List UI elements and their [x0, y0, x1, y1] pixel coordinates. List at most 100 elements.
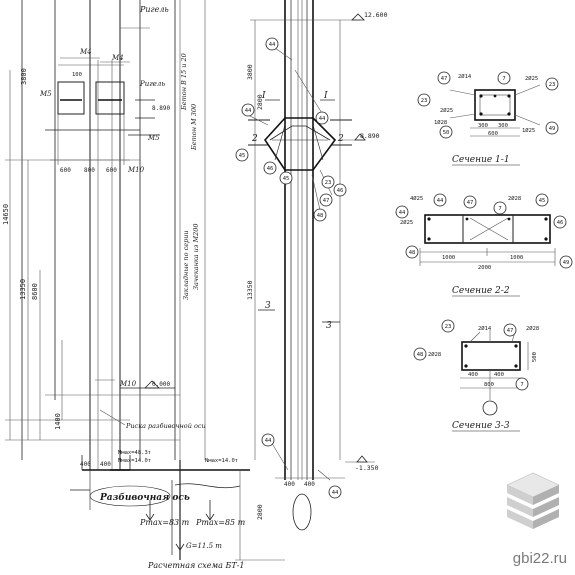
- dim-1400: 1400: [54, 413, 62, 430]
- s2-bubble-45: 45: [539, 198, 546, 204]
- bubble-48: 48: [317, 213, 324, 219]
- dim-8600: 8600: [31, 283, 39, 300]
- s2-rebar-l: 2Ø25: [400, 219, 413, 226]
- bubble-44-top: 44: [269, 42, 276, 48]
- dim-3800-left: 3800: [20, 68, 28, 85]
- vertical-note-d: Зачеканка из М200: [192, 223, 200, 290]
- s2-dim-2000: 2000: [478, 265, 491, 271]
- scheme-note-1: Ммах=48.3т: [118, 450, 151, 456]
- watermark-text[interactable]: gbi22.ru: [512, 550, 567, 567]
- section-1-1: 47 7 23 23 50 49 2Ø14 2Ø25 2Ø25 1Ø28 1Ø2…: [417, 71, 559, 166]
- s1-rebar-top2: 2Ø25: [525, 75, 538, 82]
- rigel-label-mid: Ригель: [139, 80, 165, 88]
- s2-bubble-48: 48: [409, 250, 416, 256]
- s1-rebar-top: 2Ø14: [458, 73, 472, 80]
- section-mark-3-right: 3: [326, 321, 332, 331]
- s2-rebar-tl: 4Ø25: [410, 195, 423, 202]
- design-scheme: Ммах=48.3т Nмах=14.0т Nмах=14.0т Разбиво…: [89, 450, 285, 570]
- s2-bubble-47: 47: [467, 200, 474, 206]
- center-column: 12.600 8.890 -1.350 3800 2800 13350 400 …: [235, 0, 388, 531]
- scheme-note-2: Nмах=14.0т: [118, 458, 151, 464]
- s1-dim-600: 600: [488, 131, 498, 137]
- s2-bubble-left: 44: [399, 210, 406, 216]
- s1-bubble-50: 50: [443, 130, 450, 136]
- section-mark-i-left: I: [261, 91, 266, 101]
- watermark: [497, 467, 569, 567]
- elev-890: 8.890: [152, 105, 170, 112]
- elev-890-center: 8.890: [360, 132, 380, 140]
- section-3-3: 23 47 48 7 2Ø14 2Ø28 2Ø28 500 400 400 80…: [413, 319, 539, 432]
- m5-label-left: М5: [39, 90, 52, 98]
- vertical-note-a: Бетон В 15 и 20: [180, 53, 188, 111]
- s2-bubble-46: 46: [557, 220, 564, 226]
- section-2-2: 44 44 47 7 45 46 48 49 4Ø25 2Ø28 2Ø25 10…: [395, 193, 573, 297]
- s2-rebar-tr: 2Ø28: [508, 195, 521, 202]
- m10-label-bottom: М10: [119, 380, 137, 388]
- section-mark-i-right: I: [323, 91, 328, 101]
- g-load: G=11.5 т: [186, 542, 222, 550]
- bubble-46-right: 46: [337, 188, 344, 194]
- s1-rebar-bot: 1Ø28: [434, 119, 447, 126]
- s3-dim-400-b: 400: [494, 372, 504, 378]
- section-mark-2-right: 2: [337, 134, 344, 144]
- dim-400-left-a: 400: [80, 461, 91, 468]
- dim-2800-lower: 2800: [256, 504, 264, 520]
- s1-bubble-23-left: 23: [421, 98, 428, 104]
- scheme-note-3: Nмах=14.0т: [205, 458, 238, 464]
- vertical-note-b: Бетон М 300: [190, 104, 198, 151]
- elev-ground-left: 0.000: [152, 381, 170, 388]
- bubble-45-mid: 45: [283, 176, 290, 182]
- s3-dim-400-a: 400: [468, 372, 478, 378]
- m4-label-right: М4: [111, 54, 124, 62]
- bubble-46-left: 46: [267, 166, 274, 172]
- dim-400-center-b: 400: [304, 481, 315, 488]
- risk-axis-text: Риска разбивочной оси: [125, 422, 206, 430]
- s3-rebar-t2: 2Ø28: [526, 325, 539, 332]
- s1-rebar-bot2: 1Ø25: [522, 127, 535, 134]
- dim-600-a: 600: [60, 167, 71, 174]
- section-2-2-title: Сечение 2-2: [452, 286, 510, 296]
- section-mark-2-left: 2: [251, 134, 258, 144]
- bubble-47: 47: [323, 198, 330, 204]
- dim-400-left-b: 400: [100, 461, 111, 468]
- s2-bubble-49: 49: [563, 260, 570, 266]
- bubble-44-base: 44: [332, 490, 339, 496]
- elev-low: -1.350: [355, 464, 379, 472]
- s2-dim-1000-b: 1000: [510, 255, 523, 261]
- dim-3800-center: 3800: [246, 64, 254, 80]
- s2-bubble-44: 44: [437, 198, 444, 204]
- s2-dim-1000-a: 1000: [442, 255, 455, 261]
- bubble-45-left: 45: [239, 153, 246, 159]
- pmax-right: Pmax=85 т: [195, 518, 246, 527]
- s1-bubble-47: 47: [441, 76, 448, 82]
- s3-dim-800: 800: [484, 382, 494, 388]
- axis-marking-label: Разбивочная ось: [99, 492, 190, 503]
- dim-13350: 13350: [19, 279, 27, 300]
- dim-600-b: 600: [106, 167, 117, 174]
- s1-bubble-23-right: 23: [549, 82, 556, 88]
- s1-bubble-7: 7: [502, 76, 505, 82]
- dim-14650: 14650: [2, 204, 10, 225]
- bubble-44-bottom: 44: [265, 438, 272, 444]
- rigel-label-top: Ригель: [139, 5, 169, 14]
- m5-label-right: М5: [147, 134, 160, 142]
- vertical-note-c: Закладные по серии: [182, 230, 190, 300]
- m4-label-left: М4: [79, 48, 92, 56]
- section-1-1-title: Сечение 1-1: [452, 155, 510, 165]
- dim-100: 100: [72, 72, 82, 78]
- dim-13350-center: 13350: [246, 280, 254, 300]
- section-mark-3-left: 3: [265, 301, 271, 311]
- s3-bubble-7: 7: [520, 382, 523, 388]
- s1-rebar-mid: 2Ø25: [440, 107, 453, 114]
- s1-dim-300-b: 300: [498, 123, 508, 129]
- s2-bubble-7: 7: [498, 206, 501, 212]
- elev-top: 12.600: [364, 11, 388, 19]
- dim-2800-center: 2800: [256, 94, 264, 110]
- s3-bubble-left: 48: [417, 352, 424, 358]
- bubble-44-left: 44: [245, 108, 252, 114]
- section-3-3-title: Сечение 3-3: [452, 421, 510, 431]
- s3-rebar-t1: 2Ø14: [478, 325, 492, 332]
- stacked-slabs-logo-icon: [506, 472, 560, 529]
- s3-dim-500: 500: [532, 352, 538, 362]
